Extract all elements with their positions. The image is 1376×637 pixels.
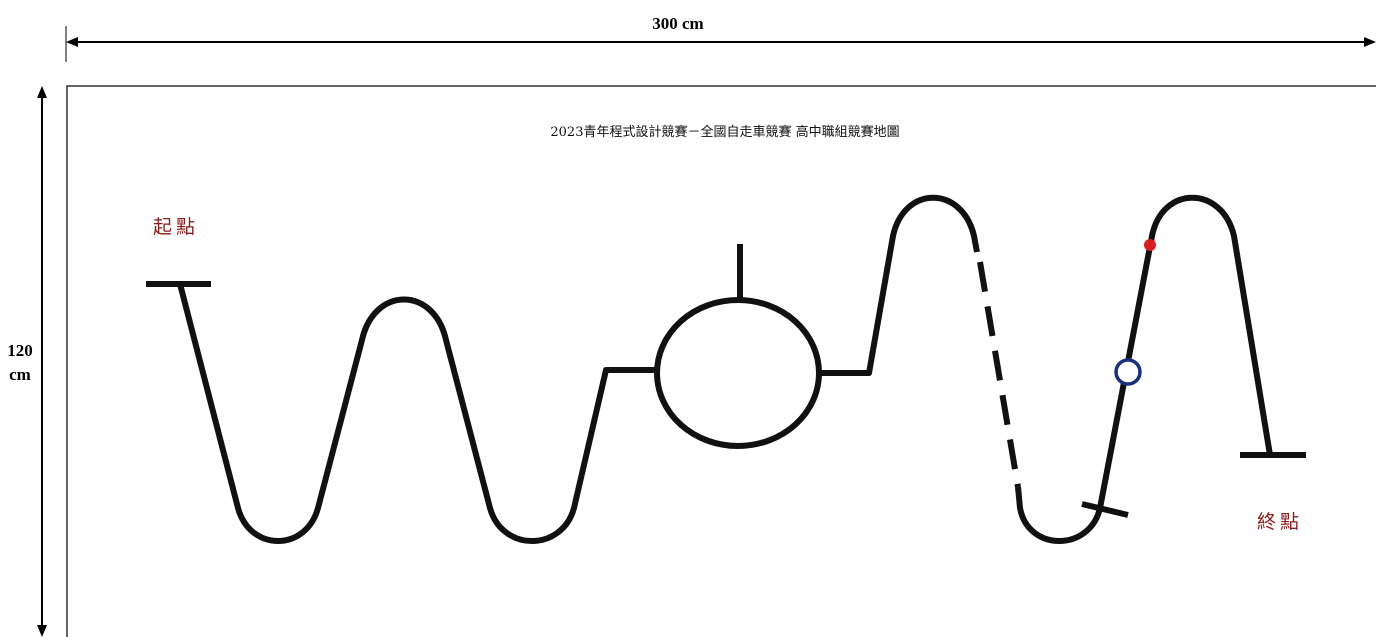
checkpoint-ring — [1114, 358, 1142, 386]
height-dimension: 120 cm — [4, 86, 47, 637]
width-label: 300 cm — [652, 14, 703, 33]
stop-marker — [1081, 501, 1129, 518]
end-label: 終點 — [1257, 511, 1303, 533]
arrow-down-icon — [37, 625, 47, 637]
track-serpentine-left — [177, 283, 658, 544]
track-serpentine-right — [819, 194, 980, 376]
arrow-left-icon — [66, 37, 78, 47]
map-title: 2023青年程式設計競賽－全國自走車競賽 高中職組競賽地圖 — [550, 124, 899, 140]
map-board — [66, 85, 1376, 637]
arrow-right-icon — [1364, 37, 1376, 47]
track-dashed-section — [977, 261, 1021, 488]
start-label: 起點 — [153, 216, 199, 238]
checkpoint-dot — [1144, 239, 1156, 251]
width-dimension: 300 cm — [65, 14, 1376, 62]
height-label-value: 120 — [7, 341, 33, 360]
arrow-up-icon — [37, 86, 47, 98]
height-label-unit: cm — [9, 365, 31, 384]
